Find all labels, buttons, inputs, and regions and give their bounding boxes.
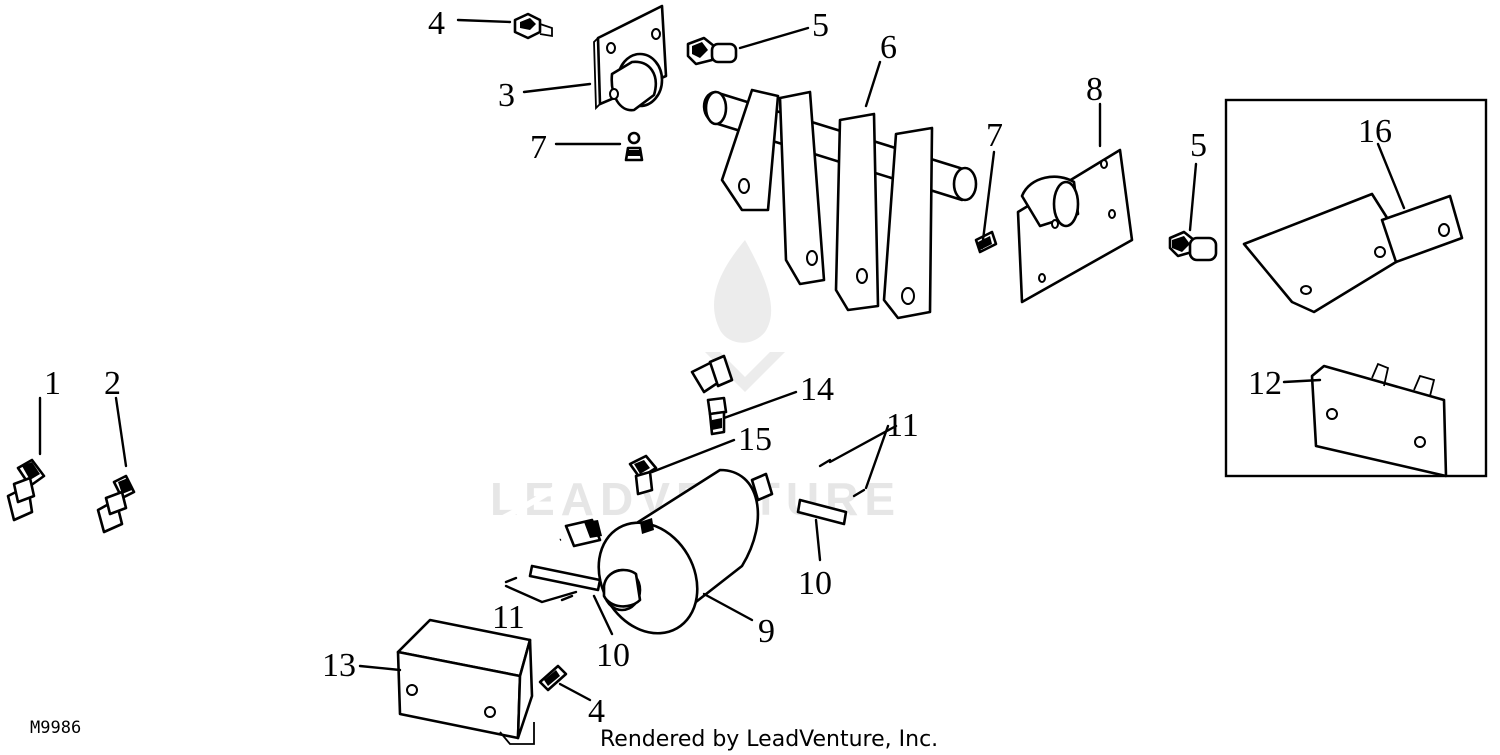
callout-3: 3 [498,77,515,114]
part-12-bracket [1310,362,1448,478]
hose-assembly [6,354,734,635]
part-16-bracket [1242,192,1464,314]
part-3-flange-bearing [593,4,668,112]
part-5-bolt-right [1168,230,1218,262]
figure-code: M9986 [30,718,81,738]
callout-13: 13 [322,647,356,684]
watermark-flame-logo [714,240,772,343]
callout-10-right: 10 [798,565,832,602]
callout-11-right: 11 [886,407,919,444]
part-9-cylinder [597,468,774,635]
part-7-grease-fitting-top [624,131,644,162]
part-14-adapter [706,396,728,436]
callout-16: 16 [1358,113,1392,150]
callout-11-left: 11 [492,599,525,636]
credit-text: Rendered by LeadVenture, Inc. [600,727,938,752]
callout-12: 12 [1248,365,1282,402]
callout-14: 14 [800,371,834,408]
part-8-bearing-plate [1016,148,1134,304]
callout-2: 2 [104,365,121,402]
callout-10-left: 10 [596,637,630,674]
part-4-nut-top [513,12,553,40]
part-10-pin-left [528,564,602,592]
part-2-hose-fitting [96,474,136,534]
hose-end-fitting [564,518,602,548]
callout-9: 9 [758,613,775,650]
elbow-fitting-top [690,354,734,394]
part-10-pin-right [796,498,848,526]
callout-8: 8 [1086,71,1103,108]
part-13-cover [396,618,535,745]
part-7-grease-fitting-mid [974,230,998,254]
callout-4-top: 4 [428,5,445,42]
callout-4-bottom: 4 [588,693,605,730]
part-11-cotter-pins-left [504,576,574,602]
callout-7-mid: 7 [986,117,1003,154]
callout-5-top: 5 [812,7,829,44]
callout-labels: 1 2 3 4 4 5 5 6 7 7 8 9 10 10 11 11 12 1… [44,5,1392,730]
callout-7-top: 7 [530,129,547,166]
part-15-fitting [628,454,658,496]
inset-box [1224,98,1488,478]
leader-lines [38,18,1406,702]
part-1-hose-fitting [6,458,46,522]
callout-1: 1 [44,365,61,402]
part-4-bolt-bottom [538,664,568,692]
callout-5-right: 5 [1190,127,1207,164]
callout-15: 15 [738,421,772,458]
callout-6: 6 [880,29,897,66]
part-6-shaft-and-arms [702,88,978,320]
part-11-cotter-pins-right [818,458,866,498]
part-5-bolt-top [686,36,738,66]
